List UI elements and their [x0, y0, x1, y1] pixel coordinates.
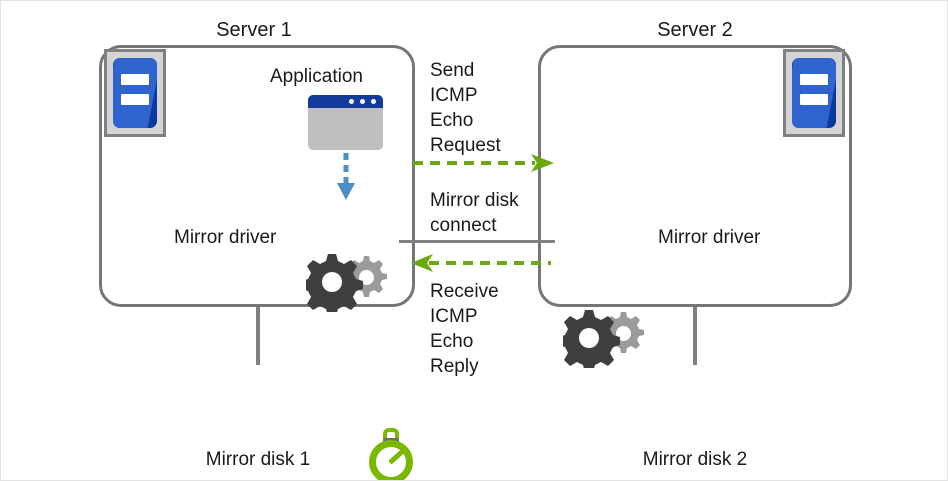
down-arrow-dashed-icon — [334, 153, 358, 201]
server-rack-bar-bottom — [121, 94, 149, 105]
gear-large-right — [563, 310, 620, 368]
green-dashed-arrow-left-icon — [411, 251, 551, 275]
gears-icon-left — [306, 252, 387, 312]
receive-line-2: Echo — [430, 331, 474, 352]
stopwatch-ring — [369, 440, 413, 480]
application-window-titlebar — [308, 95, 383, 108]
server-rack-bar-bottom-right — [800, 94, 828, 105]
send-line-2: Echo — [430, 110, 474, 131]
server-rack-icon-right — [783, 49, 845, 137]
server-1-title: Server 1 — [216, 19, 292, 41]
server-rack-icon — [104, 49, 166, 137]
send-line-3: Request — [430, 135, 501, 156]
gray-connection-line — [399, 240, 555, 243]
disk-connector-left — [256, 307, 260, 365]
server-2-box — [538, 45, 852, 307]
application-window-dot-3 — [349, 99, 354, 104]
mirror-disk-2-label: Mirror disk 2 — [642, 449, 748, 470]
server-rack-sheen-right — [792, 58, 836, 128]
disk-connector-right — [693, 307, 697, 365]
application-window-icon — [308, 95, 383, 150]
gears-icon-right — [563, 308, 644, 368]
mirror-disk-1-label: Mirror disk 1 — [205, 449, 311, 470]
mirror-disk-connect-label: Mirror disk connect — [430, 188, 519, 238]
server-rack-body-right — [792, 58, 836, 128]
gear-large — [306, 254, 363, 312]
green-dashed-arrow-right-icon — [413, 151, 555, 175]
receive-line-3: Reply — [430, 356, 479, 377]
server-rack-sheen — [113, 58, 157, 128]
mirror-driver-label-right: Mirror driver — [658, 227, 761, 248]
application-label: Application — [270, 66, 363, 87]
stopwatch-loop — [383, 428, 399, 442]
receive-line-0: Receive — [430, 281, 499, 302]
receive-icmp-echo-reply-label: Receive ICMP Echo Reply — [430, 279, 499, 379]
receive-line-1: ICMP — [430, 306, 478, 327]
application-window-dot-1 — [371, 99, 376, 104]
server-rack-bar-top-right — [800, 74, 828, 85]
mirror-connect-line-0: Mirror disk — [430, 190, 519, 211]
send-line-0: Send — [430, 60, 475, 81]
send-line-1: ICMP — [430, 85, 478, 106]
mirror-connect-line-1: connect — [430, 215, 497, 236]
application-window-dot-2 — [360, 99, 365, 104]
send-icmp-echo-request-label: Send ICMP Echo Request — [430, 58, 501, 158]
server-rack-bar-top — [121, 74, 149, 85]
server-2-title: Server 2 — [657, 19, 733, 41]
stopwatch-icon — [367, 426, 423, 480]
server-1-box — [99, 45, 415, 307]
server-rack-body — [113, 58, 157, 128]
mirror-driver-label-left: Mirror driver — [174, 227, 277, 248]
